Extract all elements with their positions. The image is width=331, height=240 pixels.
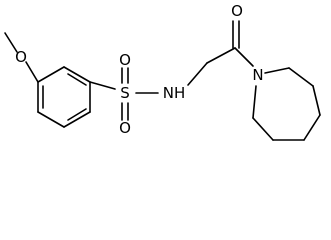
methoxy-oxygen-label: O — [15, 48, 27, 66]
benzene-ring — [37, 66, 91, 128]
carbonyl-to-nitrogen-bond — [234, 47, 254, 67]
nh-to-ch2-bond — [187, 62, 208, 86]
carbonyl-oxygen-label: O — [231, 2, 243, 20]
methoxy-methyl-bond — [4, 32, 18, 53]
amine-label: NH — [163, 84, 186, 102]
sulfonyl-oxygen-bottom-label: O — [119, 119, 131, 137]
azepane-ring — [252, 67, 321, 141]
methoxy-o-to-ring-bond — [25, 61, 39, 83]
sulfonyl-oxygen-top-label: O — [119, 51, 131, 69]
ring-nitrogen-label: N — [252, 66, 263, 84]
sulfonyl-bottom-double-bond — [121, 102, 129, 121]
carbonyl-double-bond — [232, 20, 240, 49]
sulfur-label: S — [120, 84, 130, 102]
ch2-to-carbonyl-bond — [206, 47, 236, 64]
chemical-structure: O S O O NH O N — [4, 2, 321, 141]
sulfonyl-top-double-bond — [121, 67, 129, 84]
ring-to-sulfur-bond — [89, 81, 116, 90]
